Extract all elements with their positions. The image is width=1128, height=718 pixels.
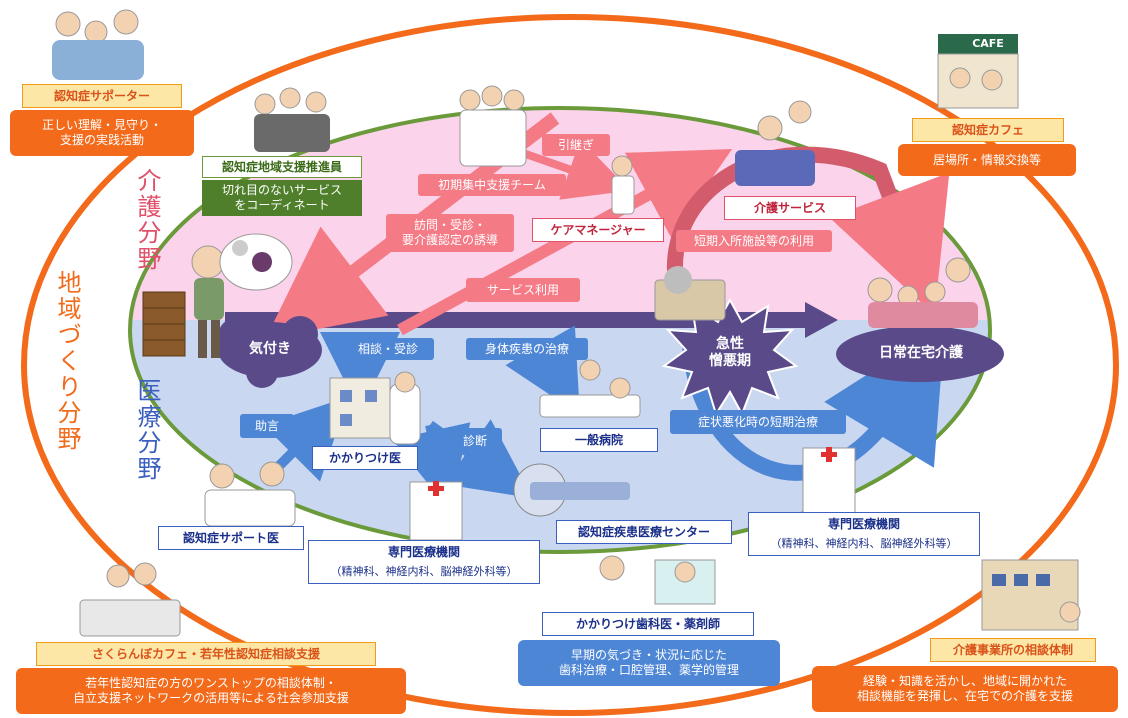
hospital-left bbox=[409, 481, 463, 541]
mri-illustration bbox=[513, 463, 630, 517]
advice-label: 助言 bbox=[240, 414, 294, 438]
care-manager-box: ケアマネージャー bbox=[532, 218, 664, 242]
supporter-body: 正しい理解・見守り・ 支援の実践活動 bbox=[10, 110, 194, 156]
specialist-right-sub: （精神科、神経内科、脳神経外科等） bbox=[770, 537, 958, 551]
specialist-left-title: 専門医療機関 bbox=[387, 544, 460, 559]
service-use-label: サービス利用 bbox=[466, 278, 580, 302]
sakuranbo-body: 若年性認知症の方のワンストップの相談体制・ 自立支援ネットワークの活用等による社… bbox=[16, 668, 406, 714]
dementia-center-box: 認知症疾患医療センター bbox=[556, 520, 732, 544]
short-stay-label: 短期入所施設等の利用 bbox=[676, 230, 832, 252]
jigyosho-body: 経験・知識を活かし、地域に開かれた 相談機能を発揮し、在宅での介護を支援 bbox=[812, 666, 1118, 712]
dental-pharmacy-title: かかりつけ歯科医・薬剤師 bbox=[542, 612, 754, 636]
clinic-building bbox=[329, 371, 421, 445]
specialist-right-title: 専門医療機関 bbox=[827, 516, 900, 531]
family-illustration bbox=[867, 257, 978, 328]
promoter-title: 認知症地域支援推進員 bbox=[202, 156, 362, 178]
sakuranbo-title: さくらんぼカフェ・若年性認知症相談支援 bbox=[36, 642, 376, 666]
cafe-body: 居場所・情報交換等 bbox=[898, 144, 1076, 176]
medical-field-label: 医療分野 bbox=[133, 378, 161, 482]
care-bed-illustration bbox=[735, 100, 815, 186]
care-manager-illustration bbox=[611, 155, 635, 215]
nurses-illustration bbox=[459, 85, 527, 167]
promoter-body: 切れ目のないサービス をコーディネート bbox=[202, 180, 362, 216]
home-care-oval bbox=[836, 326, 1004, 382]
community-field-label: 地域づくり分野 bbox=[53, 270, 81, 452]
family-doctor-box: かかりつけ医 bbox=[312, 446, 418, 470]
cafe-sign: CAFE bbox=[972, 37, 1004, 51]
initial-team-label: 初期集中支援チーム bbox=[418, 174, 566, 196]
physical-treatment-label: 身体疾患の治療 bbox=[466, 338, 588, 360]
dental-pharmacy-illustration bbox=[599, 555, 716, 605]
promoter-illustration bbox=[254, 87, 330, 152]
short-term-treatment-label: 症状悪化時の短期治療 bbox=[670, 410, 846, 434]
specialist-right-box: 専門医療機関 （精神科、神経内科、脳神経外科等） bbox=[748, 512, 980, 556]
diagnosis-label: 診断 bbox=[448, 428, 502, 454]
support-doctor-illustration bbox=[204, 461, 296, 527]
acute-burst bbox=[661, 297, 799, 417]
hospital-right bbox=[802, 447, 856, 515]
acute-phase-label: 急性 憎悪期 bbox=[709, 335, 751, 370]
consult-label: 相談・受診 bbox=[342, 338, 434, 360]
dresser-illustration bbox=[142, 291, 186, 357]
jigyosho-title: 介護事業所の相談体制 bbox=[930, 638, 1096, 662]
jigyosho-illustration bbox=[981, 559, 1081, 631]
kizuki-label: 気付き bbox=[249, 341, 291, 358]
home-care-label: 日常在宅介護 bbox=[879, 345, 963, 362]
hospital-bed-illustration bbox=[539, 359, 641, 418]
sakuranbo-illustration bbox=[79, 562, 181, 637]
supporter-title: 認知症サポーター bbox=[22, 84, 182, 108]
specialist-left-sub: （精神科、神経内科、脳神経外科等） bbox=[330, 565, 518, 579]
care-service-box: 介護サービス bbox=[724, 196, 856, 220]
visit-guidance-label: 訪問・受診・ 要介護認定の誘導 bbox=[386, 214, 514, 252]
inner-ring bbox=[128, 106, 992, 554]
cafe-title: 認知症カフェ bbox=[912, 118, 1064, 142]
care-field-label: 介護分野 bbox=[133, 168, 161, 272]
thought-bubble bbox=[219, 233, 293, 291]
specialist-left-box: 専門医療機関 （精神科、神経内科、脳神経外科等） bbox=[308, 540, 540, 584]
supporter-illustration bbox=[52, 9, 144, 80]
general-hospital-box: 一般病院 bbox=[540, 428, 658, 452]
dental-pharmacy-body: 早期の気づき・状況に応じた 歯科治療・口腔管理、薬学的管理 bbox=[518, 640, 780, 686]
handover-label: 引継ぎ bbox=[542, 134, 610, 156]
patient-bed-illustration bbox=[654, 266, 726, 321]
elderly-person bbox=[191, 245, 225, 358]
support-doctor-box: 認知症サポート医 bbox=[158, 526, 304, 550]
cafe-illustration bbox=[937, 34, 1019, 109]
community-ring bbox=[21, 14, 1119, 716]
kizuki-cloud bbox=[218, 316, 322, 388]
